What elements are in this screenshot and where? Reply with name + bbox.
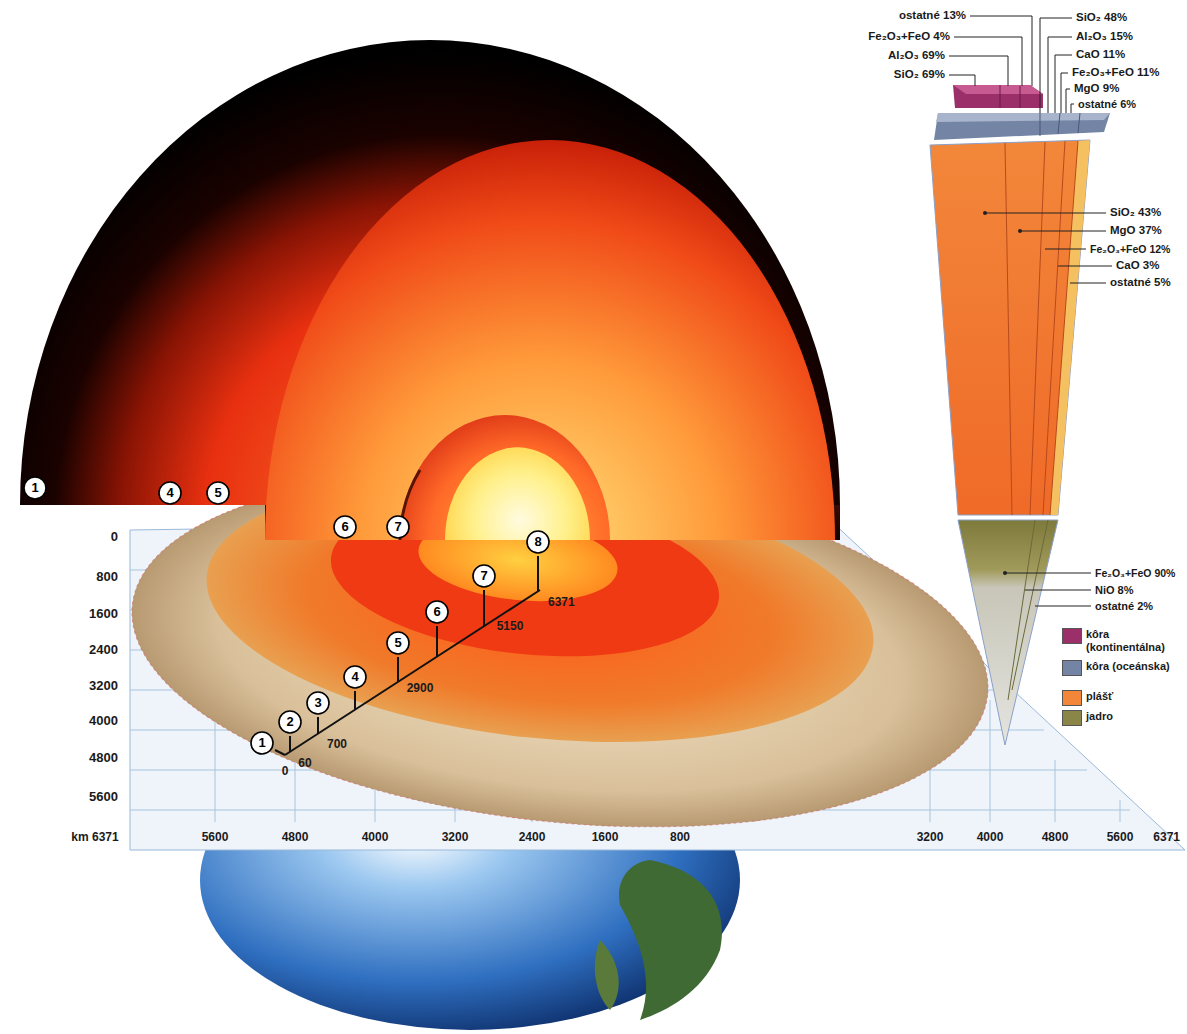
legend-text: kôra (oceánska) (1086, 660, 1184, 673)
composition-label: Al₂O₃ 69% (888, 49, 945, 62)
callout-circle: 4 (343, 665, 367, 689)
composition-label: MgO 37% (1110, 224, 1162, 237)
callout-number: 4 (343, 665, 367, 689)
axis-value: 6371 (1153, 831, 1180, 845)
callout-circle: 6 (425, 600, 449, 624)
composition-label: CaO 3% (1116, 259, 1159, 272)
composition-label: ostatné 13% (899, 9, 966, 22)
callout-number: 3 (306, 691, 330, 715)
axis-value: 4800 (89, 751, 118, 766)
callout-number: 7 (386, 515, 410, 539)
composition-label: Fe₂O₃+FeO 12% (1090, 243, 1170, 255)
depth-value: 5150 (497, 620, 524, 634)
axis-value: 5600 (89, 790, 118, 805)
axis-value: 3200 (89, 679, 118, 694)
axis-value: 3200 (442, 831, 469, 845)
axis-value: 4000 (362, 831, 389, 845)
axis-value: 1600 (592, 831, 619, 845)
legend-swatch (1062, 660, 1082, 676)
composition-label: MgO 9% (1074, 82, 1119, 95)
composition-label: NiO 8% (1095, 584, 1134, 597)
axis-value: 800 (670, 831, 690, 845)
composition-label: Al₂O₃ 15% (1076, 30, 1133, 43)
depth-value: 6371 (548, 596, 575, 610)
axis-value: 4800 (1042, 831, 1069, 845)
composition-label: SiO₂ 43% (1110, 206, 1161, 219)
axis-value: 4800 (282, 831, 309, 845)
callout-number: 1 (250, 731, 274, 755)
legend-swatch (1062, 690, 1082, 706)
callout-circle: 7 (386, 515, 410, 539)
axis-value: 800 (96, 570, 118, 585)
callout-circle: 1 (250, 731, 274, 755)
callout-number: 5 (386, 631, 410, 655)
composition-label: ostatné 6% (1078, 98, 1136, 111)
composition-label: CaO 11% (1076, 48, 1125, 61)
callout-circle: 6 (333, 515, 357, 539)
axis-value: 5600 (1107, 831, 1134, 845)
axis-value: km 6371 (71, 831, 118, 845)
callout-number: 6 (333, 515, 357, 539)
axis-value: 1600 (89, 607, 118, 622)
callout-number: 6 (425, 600, 449, 624)
callout-circle: 2 (278, 710, 302, 734)
callout-circle: 8 (526, 530, 550, 554)
composition-label: Fe₂O₃+FeO 90% (1095, 567, 1175, 579)
callout-circle: 7 (472, 564, 496, 588)
callout-number: 1 (23, 476, 47, 500)
depth-value: 0 (282, 765, 289, 779)
depth-value: 700 (327, 738, 347, 752)
callout-circle: 5 (206, 481, 230, 505)
depth-value: 60 (298, 757, 311, 771)
composition-label: ostatné 5% (1110, 276, 1171, 289)
callout-circle: 3 (306, 691, 330, 715)
depth-value: 2900 (407, 682, 434, 696)
legend-swatch (1062, 710, 1082, 726)
callout-circle: 5 (386, 631, 410, 655)
composition-label: Fe₂O₃+FeO 11% (1072, 66, 1159, 79)
composition-label: SiO₂ 48% (1076, 11, 1127, 24)
axis-value: 3200 (917, 831, 944, 845)
callout-number: 5 (206, 481, 230, 505)
composition-label: SiO₂ 69% (894, 68, 945, 81)
composition-label: ostatné 2% (1095, 600, 1153, 613)
callout-circle: 4 (158, 481, 182, 505)
legend-text: kôra (kontinentálna) (1086, 628, 1184, 654)
legend-swatch (1062, 628, 1082, 644)
axis-value: 5600 (202, 831, 229, 845)
callout-number: 8 (526, 530, 550, 554)
axis-value: 2400 (519, 831, 546, 845)
legend-text: jadro (1086, 710, 1184, 723)
composition-label: Fe₂O₃+FeO 4% (868, 30, 950, 43)
callout-circle: 1 (23, 476, 47, 500)
axis-value: 4000 (977, 831, 1004, 845)
callout-number: 2 (278, 710, 302, 734)
callout-number: 4 (158, 481, 182, 505)
axis-value: 0 (111, 530, 118, 545)
legend-text: plášť (1086, 690, 1184, 703)
axis-value: 2400 (89, 643, 118, 658)
axis-value: 4000 (89, 714, 118, 729)
callout-number: 7 (472, 564, 496, 588)
